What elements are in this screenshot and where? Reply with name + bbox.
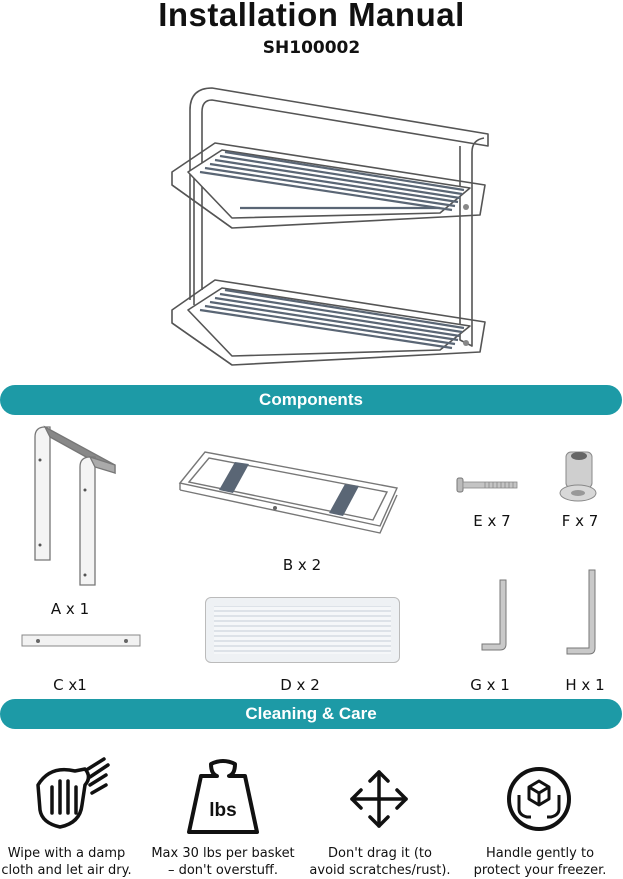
care-text-line: protect your freezer. — [473, 863, 607, 878]
components-heading: Components — [259, 390, 363, 409]
care-item-drag: Don't drag it (to avoid scratches/rust). — [305, 845, 455, 879]
component-label-g: G x 1 — [470, 676, 510, 694]
component-label-f: F x 7 — [561, 512, 599, 530]
care-item-weight: Max 30 lbs per basket – don't overstuff. — [143, 845, 303, 879]
crossbar-icon — [21, 634, 141, 647]
component-label-a: A x 1 — [50, 600, 90, 618]
page-title: Installation Manual — [158, 0, 465, 33]
component-label-e: E x 7 — [473, 512, 511, 530]
care-text-line: Wipe with a damp — [7, 846, 126, 861]
component-label-b: B x 2 — [282, 556, 322, 574]
component-label-c: C x1 — [53, 676, 87, 694]
component-label-h: H x 1 — [565, 676, 605, 694]
side-frame-icon — [34, 425, 116, 586]
hand-wipe-icon — [36, 757, 110, 829]
care-text-line: – don't overstuff. — [167, 863, 279, 878]
model-number: SH100002 — [262, 38, 361, 58]
cleaning-care-heading: Cleaning & Care — [245, 704, 377, 723]
barrel-nut-icon — [559, 451, 597, 502]
fragile-box-icon — [507, 767, 571, 831]
components-banner: Components — [0, 385, 622, 415]
product-rack-illustration — [171, 87, 489, 366]
cleaning-care-banner: Cleaning & Care — [0, 699, 622, 729]
screw-icon — [456, 477, 518, 493]
ribbed-mat-icon — [205, 597, 400, 663]
care-item-handle: Handle gently to protect your freezer. — [460, 845, 620, 879]
component-label-d: D x 2 — [280, 676, 320, 694]
care-text-line: Max 30 lbs per basket — [151, 846, 295, 861]
care-text-line: cloth and let air dry. — [1, 863, 132, 878]
shelf-frame-icon — [178, 451, 399, 534]
move-arrows-icon — [350, 770, 408, 828]
care-text-line: Handle gently to — [485, 846, 595, 861]
hex-key-icon — [481, 579, 507, 651]
care-item-wipe: Wipe with a damp cloth and let air dry. — [0, 845, 133, 879]
weight-icon-text: lbs — [209, 800, 236, 821]
care-text-line: avoid scratches/rust). — [309, 863, 451, 878]
hex-key-icon — [566, 569, 596, 655]
weight-icon: lbs — [187, 759, 259, 834]
care-text-line: Don't drag it (to — [328, 846, 432, 861]
